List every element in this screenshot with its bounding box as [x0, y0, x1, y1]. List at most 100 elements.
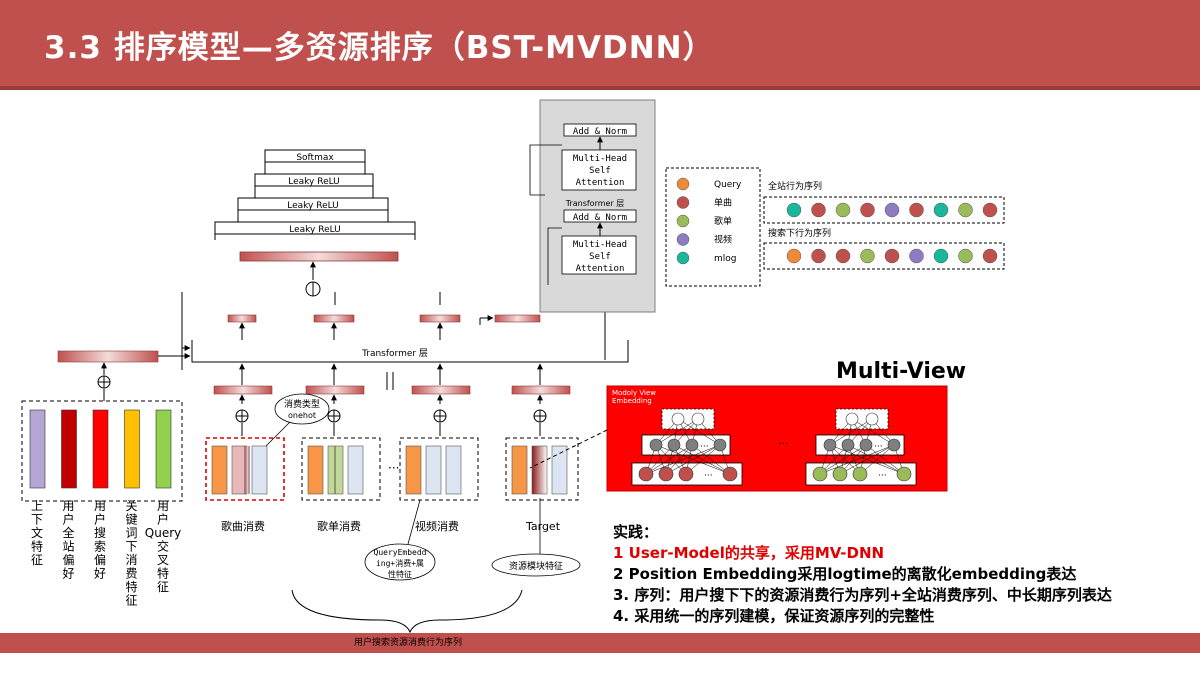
sequence-dot	[884, 202, 900, 218]
mha-top-3: Attention	[576, 178, 625, 188]
sequence-feature-bar	[211, 445, 228, 495]
mv-input-node	[638, 466, 654, 482]
sequence-dot	[884, 248, 900, 264]
sequence-groups: 歌曲消费 歌单消费 视频消费 Target ··· 消费类型 onehot Query…	[205, 363, 581, 648]
slide-title: 3.3 排序模型—多资源排序（BST-MVDNN）	[44, 30, 715, 66]
context-feature-bar	[29, 409, 46, 489]
sequence-dot	[933, 202, 949, 218]
sequence-dot	[835, 202, 851, 218]
bubble-consume-type-1: 消费类型	[284, 398, 320, 410]
sequence-dot	[933, 248, 949, 264]
mv-hidden-node	[841, 438, 855, 452]
svg-text:···: ···	[874, 442, 883, 452]
sequence-ellipsis: ···	[388, 461, 399, 475]
mv-hidden-node	[859, 438, 873, 452]
legend-dot	[676, 196, 690, 209]
mv-input-node	[896, 466, 912, 482]
transformer-block-detail: Add & Norm Multi-Head Self Attention Tra…	[529, 99, 656, 313]
mv-input-node	[722, 466, 738, 482]
sequence-dot	[786, 202, 802, 218]
sequence-feature-bar	[445, 445, 462, 495]
leaky-relu-2: Leaky ReLU	[287, 201, 339, 211]
mv-input-node	[658, 466, 674, 482]
notes-line-3: 3. 序列：用户搜下下的资源消费行为序列+全站消费序列、中长期序列表达	[613, 586, 1112, 604]
mv-input-node	[832, 466, 848, 482]
mv-input-node	[812, 466, 828, 482]
sequence-dot	[982, 202, 998, 218]
legend-label: Query	[714, 180, 742, 190]
sequence-feature-bar	[531, 445, 548, 495]
mv-output-node	[671, 412, 685, 426]
sequence-dot	[909, 248, 924, 264]
context-feature-label: 上下文特征	[31, 499, 43, 567]
context-feature-label: 关键词下消费特征	[125, 499, 137, 608]
notes-line-4: 4. 采用统一的序列建模，保证资源序列的完整性	[613, 607, 935, 625]
sequence-feature-bar	[231, 445, 248, 495]
multiview-panel: Modoly View Embedding ······ ······ ···	[529, 385, 948, 492]
block-layer-label: Transformer 层	[565, 199, 625, 208]
sequence-feature-bar	[347, 445, 364, 495]
mv-input-node	[852, 466, 868, 482]
legend-label: 单曲	[714, 197, 732, 209]
legend-dot	[676, 177, 690, 191]
mv-hidden-node	[685, 438, 699, 452]
legend-label: 视频	[714, 234, 732, 246]
transformer-outputs	[181, 292, 606, 370]
svg-text:···: ···	[704, 471, 713, 481]
notes-line-2: 2 Position Embedding采用logtime的离散化embeddi…	[613, 565, 1077, 583]
notes-line-1: 1 User-Model的共享，采用MV-DNN	[613, 544, 885, 562]
context-embedding-bar	[57, 350, 159, 363]
sequence-group-label: 歌曲消费	[221, 519, 265, 533]
concat-embedding-bar	[239, 251, 399, 262]
mv-hidden-node	[823, 438, 837, 452]
bubble-query-3: 性特征	[388, 569, 412, 579]
sequence-feature-bar	[511, 445, 528, 495]
mv-hidden-node	[713, 438, 727, 452]
mv-hidden-node	[887, 438, 901, 452]
sequence-feature-bar	[307, 445, 324, 495]
sequence-dot	[811, 202, 826, 218]
bottom-brace-label: 用户搜索资源消费行为序列	[354, 636, 462, 648]
multiview-ellipsis: ···	[778, 437, 789, 450]
softmax-box	[264, 149, 366, 163]
sequence-dot	[982, 248, 998, 264]
legend-dot	[676, 233, 690, 246]
sequence-group-label: 歌单消费	[317, 519, 361, 533]
mha-top-2: Self	[589, 166, 611, 176]
mha-top-1: Multi-Head	[573, 154, 627, 164]
mv-output-node	[865, 412, 879, 426]
sequence-feature-bar	[405, 445, 422, 495]
bubble-query-2: ing+消费+属	[376, 558, 424, 568]
context-feature-bar	[155, 409, 172, 489]
sequence-group-label: 视频消费	[415, 519, 459, 533]
mha-bottom-1: Multi-Head	[573, 240, 627, 250]
softmax-label: Softmax	[296, 153, 334, 163]
bubble-consume-type-2: onehot	[288, 411, 316, 420]
sequence-dot	[835, 248, 851, 264]
add-norm-top: Add & Norm	[573, 127, 627, 137]
sequence-feature-bar	[551, 445, 568, 495]
mv-output-node	[691, 412, 705, 426]
transformer-layer-box: Transformer 层	[182, 340, 629, 390]
mv-output-node	[845, 412, 859, 426]
bubble-query-1: QueryEmbedd	[374, 548, 427, 557]
sequence-dot	[860, 248, 875, 264]
leaky-relu-3: Leaky ReLU	[289, 225, 341, 235]
sequence-dot	[786, 248, 802, 264]
sequence-dot	[958, 202, 973, 218]
multiview-box-label-2: Embedding	[612, 397, 652, 405]
sequence-dot	[958, 248, 973, 264]
notes-heading: 实践：	[613, 523, 659, 541]
legend-dot	[676, 251, 690, 265]
sequence-group-label: Target	[525, 520, 561, 533]
context-feature-bar	[124, 409, 140, 489]
mv-hidden-node	[649, 438, 663, 452]
mv-hidden-node	[667, 438, 681, 452]
legend-label: mlog	[714, 254, 737, 264]
multiview-title: Multi-View	[836, 359, 967, 384]
seq2-title: 搜索下行为序列	[768, 227, 831, 239]
tower: Softmax Leaky ReLU Leaky ReLU Leaky ReLU	[214, 149, 416, 297]
svg-text:···: ···	[878, 471, 887, 481]
